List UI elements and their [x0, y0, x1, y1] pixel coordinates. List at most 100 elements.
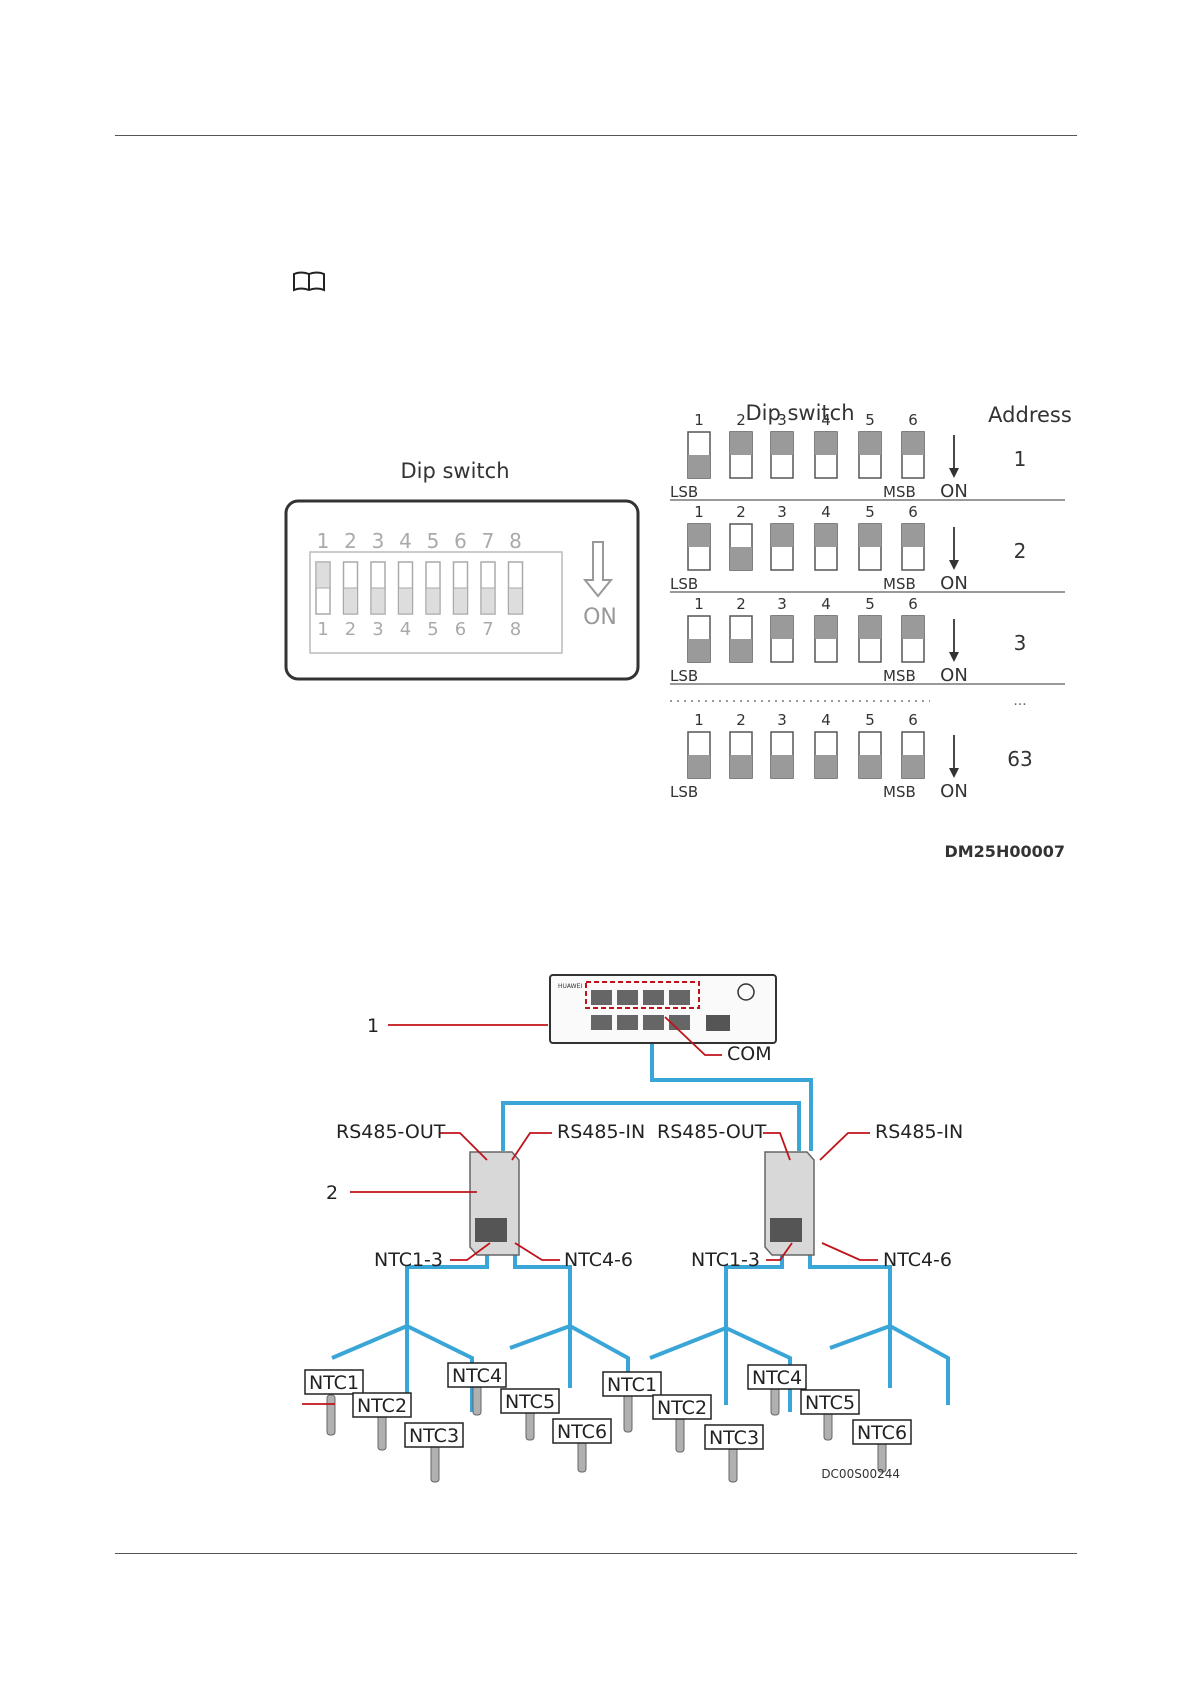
- leader-line: [821, 1242, 878, 1261]
- switch-number: 2: [736, 411, 746, 429]
- dip-switch-on: [730, 639, 752, 662]
- fig1-switch-lever: [398, 587, 413, 615]
- ntc-label-box: [852, 1419, 912, 1445]
- dip-switch-off: [771, 616, 793, 639]
- ntc46-label-right: NTC4-6: [883, 1249, 952, 1271]
- ntc13-label-right: NTC1-3: [691, 1249, 760, 1271]
- ntc-label: NTC1: [309, 1372, 359, 1394]
- com-ports-highlight: [585, 981, 700, 1009]
- ntc-label: NTC4: [452, 1365, 502, 1387]
- switch-number: 6: [908, 595, 918, 613]
- sensor-module-right: [764, 1151, 815, 1256]
- header-rule: [115, 135, 1077, 136]
- ntc-label: NTC5: [805, 1392, 855, 1414]
- on-label: ON: [940, 481, 968, 502]
- ntc-label: NTC4: [752, 1367, 802, 1389]
- lsb-label: LSB: [670, 667, 698, 685]
- ntc13-label-left: NTC1-3: [374, 1249, 443, 1271]
- on-label: ON: [940, 665, 968, 686]
- fig1-bottom-number: 8: [510, 619, 521, 640]
- switch-number: 4: [821, 595, 831, 613]
- leader-line: [819, 1132, 870, 1161]
- address-value: 2: [1014, 539, 1027, 563]
- fig1-switch-lever: [508, 587, 523, 615]
- ntc-label: NTC5: [505, 1391, 555, 1413]
- fig1-switch-lever: [343, 587, 358, 615]
- switch-number: 3: [777, 711, 787, 729]
- ntc-label-box: [704, 1424, 764, 1450]
- ntc-label: NTC2: [357, 1395, 407, 1417]
- fig1-top-number: 7: [482, 529, 495, 553]
- fig1-top-number: 2: [344, 529, 357, 553]
- fig2-code: DM25H00007: [944, 842, 1065, 861]
- fig1-switch-lever: [425, 587, 441, 615]
- dip-switch-off: [771, 524, 793, 547]
- fig1-bottom-number: 1: [317, 619, 328, 640]
- com-label: COM: [727, 1043, 772, 1065]
- fig1-bottom-number: 2: [345, 619, 356, 640]
- down-arrow-icon: [582, 541, 614, 598]
- callout-2: 2: [326, 1182, 338, 1204]
- lsb-label: LSB: [670, 575, 698, 593]
- dip-switch-on: [815, 755, 837, 778]
- switch-number: 5: [865, 411, 875, 429]
- dip-switch-off: [902, 524, 924, 547]
- leader-line: [766, 1242, 793, 1261]
- fig1-bottom-number: 6: [455, 619, 466, 640]
- switch-number: 4: [821, 411, 831, 429]
- dip-switch-off: [902, 616, 924, 639]
- address-value: 1: [1014, 447, 1027, 471]
- msb-label: MSB: [883, 483, 916, 501]
- rs485-cables: [331, 1007, 950, 1412]
- fig1-title: Dip switch: [400, 459, 509, 483]
- switch-number: 1: [694, 595, 704, 613]
- ntc-label: NTC6: [557, 1421, 607, 1443]
- fig1-bottom-number: 7: [482, 619, 493, 640]
- switch-number: 5: [865, 711, 875, 729]
- svg-text:HUAWEI: HUAWEI: [558, 983, 582, 990]
- leader-line: [514, 1242, 560, 1261]
- controller-module: HUAWEI: [549, 974, 777, 1044]
- fig1-switch-lever: [453, 587, 468, 615]
- address-header: Address: [988, 403, 1072, 427]
- callout-leader-lines: [302, 1016, 878, 1405]
- msb-label: MSB: [883, 667, 916, 685]
- dip-switch-off: [859, 432, 881, 455]
- switch-number: 1: [694, 411, 704, 429]
- switch-number: 5: [865, 595, 875, 613]
- fig1-switch-lever: [480, 587, 496, 615]
- ntc-sensor-labels: NTC1NTC2NTC3NTC4NTC5NTC6NTC1NTC2NTC3NTC4…: [304, 1362, 912, 1450]
- ntc-label-box: [447, 1362, 507, 1388]
- switch-number: 1: [694, 503, 704, 521]
- dip-switch-on: [730, 547, 752, 570]
- fig2-title: Dip switch: [745, 401, 854, 425]
- switch-number: 2: [736, 595, 746, 613]
- sensor-module-left: [469, 1151, 520, 1256]
- ntc-label-box: [800, 1389, 860, 1415]
- dip-switch-on: [902, 755, 924, 778]
- ellipsis: ...: [1013, 693, 1026, 709]
- ntc-label-box: [747, 1364, 807, 1390]
- fig1-top-number: 6: [454, 529, 467, 553]
- msb-label: MSB: [883, 575, 916, 593]
- fig1-top-number: 4: [399, 529, 412, 553]
- dip-switch-off: [859, 616, 881, 639]
- lsb-label: LSB: [670, 783, 698, 801]
- switch-number: 2: [736, 503, 746, 521]
- leader-line: [450, 1242, 491, 1261]
- leader-line: [511, 1132, 552, 1161]
- switch-number: 4: [821, 711, 831, 729]
- arrow-head: [949, 468, 959, 478]
- fig1-top-number: 5: [427, 529, 440, 553]
- leader-line: [664, 1016, 722, 1056]
- switch-number: 1: [694, 711, 704, 729]
- switch-number: 3: [777, 503, 787, 521]
